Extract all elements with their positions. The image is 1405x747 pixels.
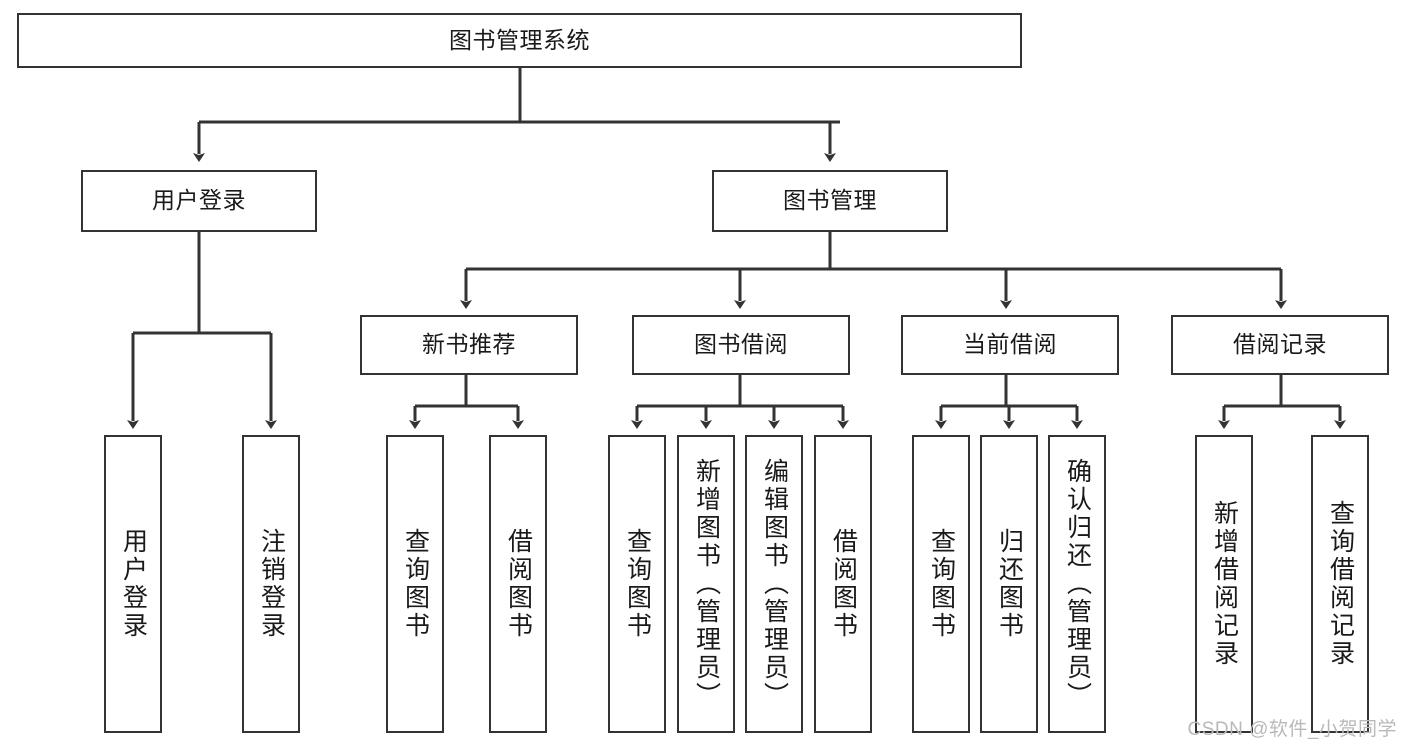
node-leaf-confirm-return-label: 确认归还（管理员）: [1063, 458, 1092, 710]
node-borrow-record-label: 借阅记录: [1233, 331, 1327, 358]
node-leaf-borrow-book-2[interactable]: 借阅图书: [814, 435, 872, 733]
node-leaf-query-book-1[interactable]: 查询图书: [386, 435, 444, 733]
node-current-borrow[interactable]: 当前借阅: [901, 315, 1119, 375]
node-book-manage-label: 图书管理: [783, 187, 877, 214]
node-leaf-edit-book-label: 编辑图书（管理员）: [760, 458, 789, 710]
node-book-borrow[interactable]: 图书借阅: [632, 315, 850, 375]
node-current-borrow-label: 当前借阅: [963, 331, 1057, 358]
node-leaf-borrow-book-1-label: 借阅图书: [504, 528, 533, 640]
node-leaf-borrow-book-2-label: 借阅图书: [829, 528, 858, 640]
node-new-book-recommend[interactable]: 新书推荐: [360, 315, 578, 375]
node-leaf-return-book[interactable]: 归还图书: [980, 435, 1038, 733]
node-leaf-query-record-label: 查询借阅记录: [1326, 500, 1355, 668]
node-borrow-record[interactable]: 借阅记录: [1171, 315, 1389, 375]
node-leaf-query-book-2[interactable]: 查询图书: [608, 435, 666, 733]
node-book-borrow-label: 图书借阅: [694, 331, 788, 358]
node-user-login-label: 用户登录: [152, 187, 246, 214]
node-leaf-query-book-2-label: 查询图书: [623, 528, 652, 640]
node-leaf-add-record[interactable]: 新增借阅记录: [1195, 435, 1253, 733]
node-leaf-query-book-1-label: 查询图书: [401, 528, 430, 640]
watermark: CSDN @软件_小贺同学: [1187, 719, 1397, 740]
node-root[interactable]: 图书管理系统: [17, 13, 1022, 68]
node-leaf-add-record-label: 新增借阅记录: [1210, 500, 1239, 668]
node-book-manage[interactable]: 图书管理: [712, 170, 948, 232]
node-leaf-return-book-label: 归还图书: [995, 528, 1024, 640]
node-leaf-query-record[interactable]: 查询借阅记录: [1311, 435, 1369, 733]
node-leaf-query-book-3[interactable]: 查询图书: [912, 435, 970, 733]
node-leaf-borrow-book-1[interactable]: 借阅图书: [489, 435, 547, 733]
node-root-label: 图书管理系统: [449, 26, 590, 53]
node-leaf-user-login-label: 用户登录: [119, 528, 148, 640]
node-leaf-user-logout-label: 注销登录: [257, 528, 286, 640]
node-leaf-user-login[interactable]: 用户登录: [104, 435, 162, 733]
node-leaf-edit-book[interactable]: 编辑图书（管理员）: [745, 435, 803, 733]
node-leaf-add-book[interactable]: 新增图书（管理员）: [677, 435, 735, 733]
node-leaf-user-logout[interactable]: 注销登录: [242, 435, 300, 733]
node-user-login[interactable]: 用户登录: [81, 170, 317, 232]
node-new-book-recommend-label: 新书推荐: [422, 331, 516, 358]
node-leaf-add-book-label: 新增图书（管理员）: [692, 458, 721, 710]
node-leaf-confirm-return[interactable]: 确认归还（管理员）: [1048, 435, 1106, 733]
node-leaf-query-book-3-label: 查询图书: [927, 528, 956, 640]
